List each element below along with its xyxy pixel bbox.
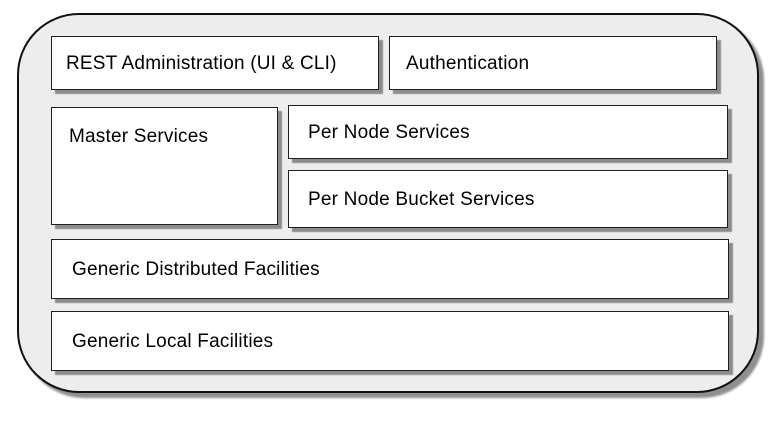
block-generic-local-facilities: Generic Local Facilities <box>51 311 729 371</box>
block-label: Per Node Bucket Services <box>308 188 535 210</box>
block-label: REST Administration (UI & CLI) <box>66 52 337 74</box>
block-authentication: Authentication <box>389 36 717 90</box>
block-label: Generic Distributed Facilities <box>72 258 320 280</box>
block-per-node-bucket-services: Per Node Bucket Services <box>288 170 728 228</box>
block-label: Master Services <box>69 126 209 147</box>
block-rest-administration: REST Administration (UI & CLI) <box>51 36 379 90</box>
block-label: Per Node Services <box>308 121 470 143</box>
block-per-node-services: Per Node Services <box>288 105 728 159</box>
block-label: Authentication <box>406 52 530 74</box>
block-label: Generic Local Facilities <box>72 330 274 352</box>
block-master-services: Master Services <box>51 107 278 225</box>
block-generic-distributed-facilities: Generic Distributed Facilities <box>51 239 729 299</box>
